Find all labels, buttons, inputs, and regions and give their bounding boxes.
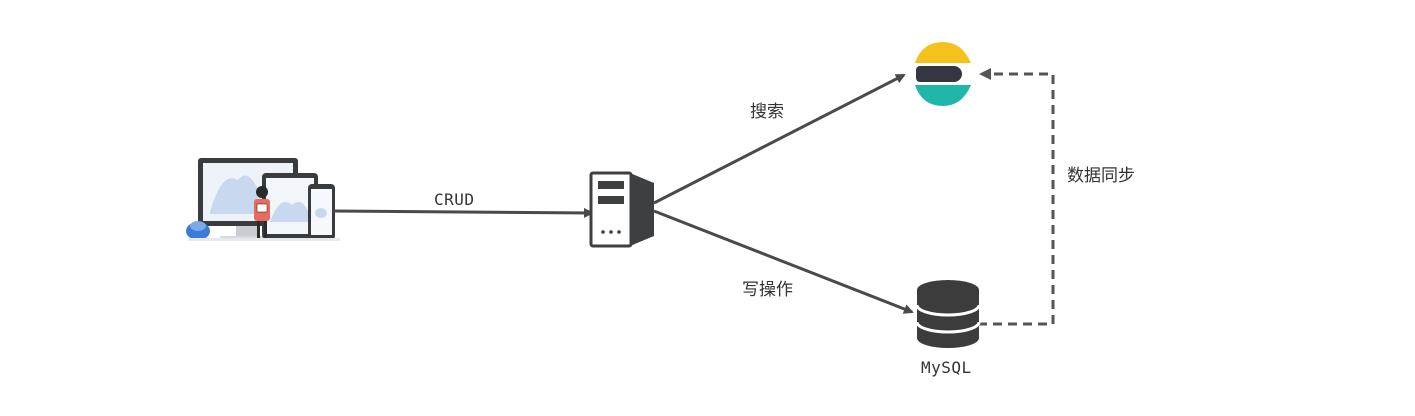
sync-dashed-line <box>978 72 1055 326</box>
sync-label: 数据同步 <box>1067 166 1135 186</box>
crud-arrow <box>332 207 594 218</box>
elasticsearch-logo-icon <box>915 42 971 106</box>
write-label: 写操作 <box>742 280 793 300</box>
devices-illustration-icon <box>186 158 340 241</box>
sync-arrowhead <box>979 68 991 80</box>
crud-label: CRUD <box>434 190 475 209</box>
write-arrow <box>653 209 914 314</box>
search-label: 搜索 <box>750 102 784 122</box>
server-icon <box>589 171 654 248</box>
search-arrow <box>653 73 906 205</box>
mysql-label: MySQL <box>921 358 972 377</box>
database-icon <box>915 280 981 348</box>
